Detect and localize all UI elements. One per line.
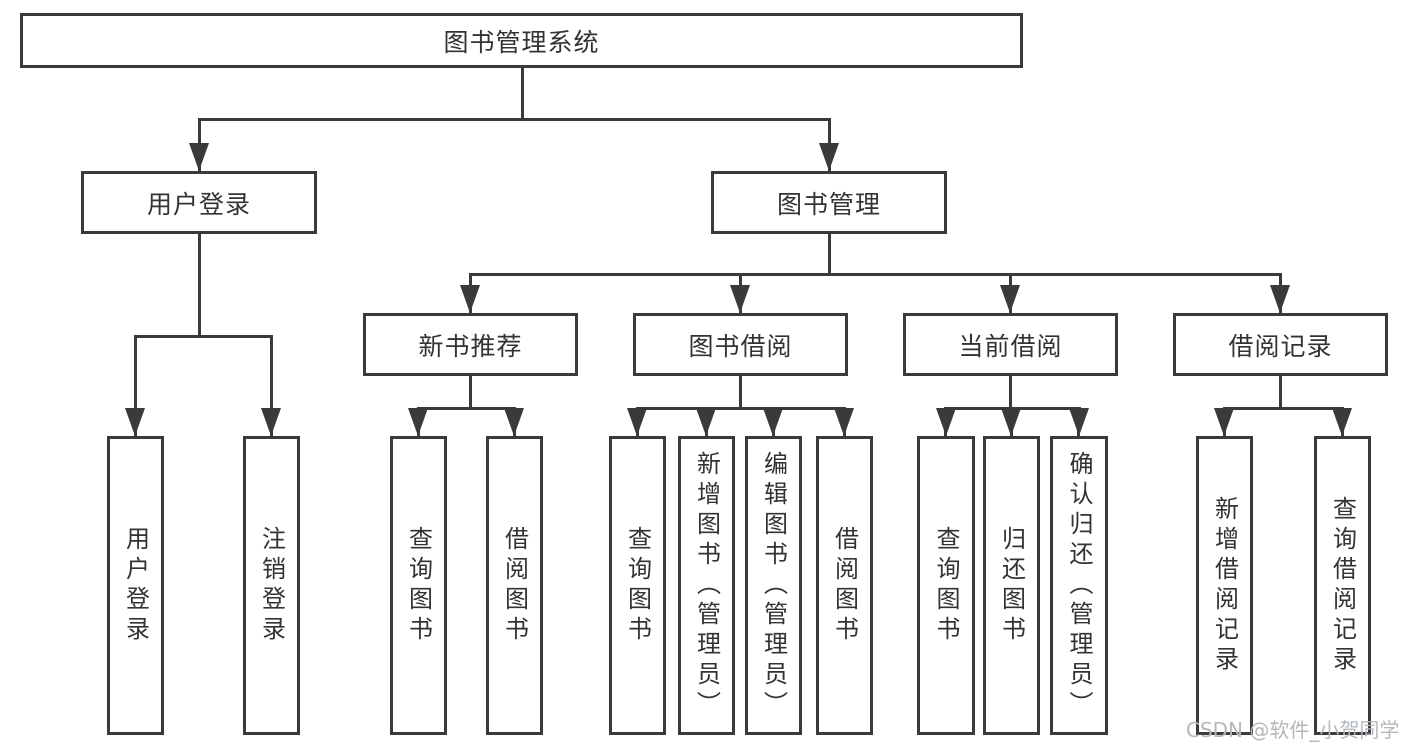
leaf-query-books-current: 查询图书 — [917, 436, 975, 735]
arrow-down-icon — [125, 408, 145, 436]
leaf-query-books-borrowing-label: 查询图书 — [623, 525, 652, 646]
node-new-book-recommendation-label: 新书推荐 — [418, 331, 523, 361]
connector-to-leaf-logout — [270, 335, 273, 436]
leaf-logout: 注销登录 — [243, 436, 300, 735]
arrow-down-icon — [1332, 408, 1352, 436]
node-current-borrowing-label: 当前借阅 — [958, 331, 1063, 361]
arrow-down-icon — [408, 408, 428, 436]
leaf-user-login: 用户登录 — [107, 436, 164, 735]
node-library-system-label: 图书管理系统 — [443, 27, 600, 57]
arrow-down-icon — [696, 408, 716, 436]
connector-root-drop — [521, 68, 524, 118]
connector-user-login-drop — [198, 234, 201, 335]
connector-to-leaf-user-login — [134, 335, 137, 436]
arrow-down-icon — [1069, 408, 1089, 436]
csdn-watermark: CSDN @软件_小贺同学 — [1186, 718, 1400, 742]
connector-borrowing-drop — [739, 376, 742, 407]
leaf-borrow-books-recommend-label: 借阅图书 — [500, 525, 529, 646]
node-book-borrowing-label: 图书借阅 — [688, 331, 793, 361]
arrow-down-icon — [1270, 285, 1290, 313]
leaf-user-login-label: 用户登录 — [121, 525, 150, 646]
leaf-query-borrow-record-label: 查询借阅记录 — [1328, 495, 1357, 676]
node-borrowing-records-label: 借阅记录 — [1228, 331, 1333, 361]
leaf-borrow-books-borrowing: 借阅图书 — [816, 436, 873, 735]
arrow-down-icon — [627, 408, 647, 436]
node-new-book-recommendation: 新书推荐 — [363, 313, 578, 376]
connector-book-management-drop — [828, 234, 831, 273]
leaf-add-book-admin-label: 新增图书（管理员） — [692, 450, 721, 721]
leaf-return-book: 归还图书 — [983, 436, 1040, 735]
leaf-confirm-return-admin: 确认归还（管理员） — [1050, 436, 1108, 735]
connector-user-login-rail — [134, 335, 273, 338]
arrow-down-icon — [834, 408, 854, 436]
connector-records-drop — [1279, 376, 1282, 407]
node-book-management-label: 图书管理 — [776, 189, 881, 219]
connector-recommendation-rail — [417, 407, 516, 410]
node-current-borrowing: 当前借阅 — [903, 313, 1118, 376]
leaf-borrow-books-recommend: 借阅图书 — [486, 436, 543, 735]
leaf-query-books-recommend: 查询图书 — [390, 436, 447, 735]
leaf-query-books-current-label: 查询图书 — [932, 525, 960, 646]
arrow-down-icon — [763, 408, 783, 436]
arrow-down-icon — [819, 143, 839, 171]
connector-records-rail — [1223, 407, 1344, 410]
arrow-down-icon — [261, 408, 281, 436]
leaf-query-books-recommend-label: 查询图书 — [404, 525, 433, 646]
connector-recommendation-drop — [469, 376, 472, 407]
node-borrowing-records: 借阅记录 — [1173, 313, 1388, 376]
node-user-login: 用户登录 — [81, 171, 317, 234]
leaf-add-book-admin: 新增图书（管理员） — [678, 436, 735, 735]
arrow-down-icon — [1001, 408, 1021, 436]
leaf-return-book-label: 归还图书 — [997, 525, 1026, 646]
leaf-edit-book-admin: 编辑图书（管理员） — [745, 436, 802, 735]
node-user-login-label: 用户登录 — [146, 189, 251, 219]
leaf-add-borrow-record-label: 新增借阅记录 — [1210, 495, 1239, 676]
arrow-down-icon — [1214, 408, 1234, 436]
arrow-down-icon — [189, 143, 209, 171]
node-book-borrowing: 图书借阅 — [633, 313, 848, 376]
leaf-logout-label: 注销登录 — [257, 525, 286, 646]
arrow-down-icon — [1000, 285, 1020, 313]
connector-borrowing-rail — [636, 407, 846, 410]
connector-book-management-rail — [469, 273, 1282, 276]
leaf-edit-book-admin-label: 编辑图书（管理员） — [759, 450, 788, 721]
leaf-query-borrow-record: 查询借阅记录 — [1314, 436, 1371, 735]
node-book-management: 图书管理 — [711, 171, 947, 234]
arrow-down-icon — [504, 408, 524, 436]
leaf-borrow-books-borrowing-label: 借阅图书 — [830, 525, 859, 646]
node-library-system: 图书管理系统 — [20, 13, 1023, 68]
leaf-confirm-return-admin-label: 确认归还（管理员） — [1065, 450, 1093, 721]
arrow-down-icon — [730, 285, 750, 313]
arrow-down-icon — [936, 408, 956, 436]
leaf-query-books-borrowing: 查询图书 — [609, 436, 666, 735]
arrow-down-icon — [460, 285, 480, 313]
connector-root-rail — [198, 118, 831, 121]
connector-current-drop — [1009, 376, 1012, 407]
leaf-add-borrow-record: 新增借阅记录 — [1196, 436, 1253, 735]
